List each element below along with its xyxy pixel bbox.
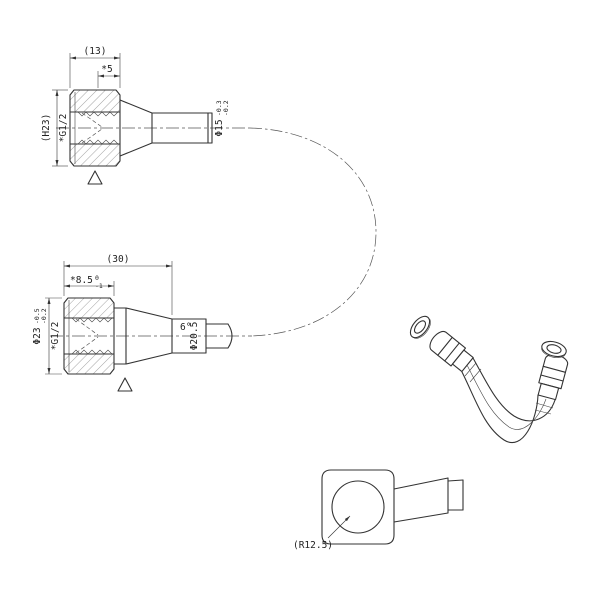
middle-seat-hidden-lines: [75, 318, 99, 354]
middle-end-cap: [205, 323, 233, 349]
middle-nut-outline: [63, 297, 115, 375]
middle-collar: [113, 307, 127, 365]
middle-hatch-top: [64, 298, 114, 318]
hose-body: [461, 357, 556, 443]
upper-thread-zigzag-top: [77, 111, 119, 117]
middle-thread-zigzag-top: [71, 317, 113, 323]
upper-dia15-tol-lower: -0.2: [222, 100, 230, 116]
elbow-ball-face: [331, 480, 385, 534]
washer-icon: [541, 340, 567, 359]
upper-fitting-view: (13) *5 (H23) *G1/2 Φ15 -0.3 -0.2: [41, 46, 250, 185]
middle-tube: [113, 307, 233, 365]
dim-5-label: *5: [101, 64, 112, 75]
hose-3d-illustration: [409, 315, 569, 443]
upper-tube: [119, 99, 213, 157]
upper-nut-outline: [69, 89, 121, 167]
middle-hatch-bottom: [64, 354, 114, 374]
upper-cone: [119, 99, 153, 157]
elbow-radius-leader: [327, 515, 351, 539]
surface-flag-icon: [117, 377, 133, 392]
upper-thread-label: *G1/2: [58, 114, 69, 143]
hose-nut-left: [429, 330, 474, 373]
dim-8p5-tol-lower: -1: [95, 282, 103, 290]
upper-hatch-bottom: [70, 144, 120, 166]
dim-8p5-label: *8.5: [70, 275, 93, 286]
dim-8p5-tol-upper: 0: [95, 274, 99, 282]
dim-30-label: (30): [107, 254, 130, 265]
middle-cone: [125, 307, 173, 365]
middle-dimensions: (30) *8.5 0 -1 Φ23 -0.5 -0.2 *G1/2 6° Φ2…: [32, 254, 200, 375]
middle-thread-zigzag-bottom: [71, 349, 113, 355]
hose-nut-right: [537, 354, 569, 401]
upper-dia15-label: Φ15: [214, 119, 225, 136]
washer-icon: [409, 315, 431, 339]
middle-thread-label: *G1/2: [50, 322, 61, 351]
middle-fitting-view: (30) *8.5 0 -1 Φ23 -0.5 -0.2 *G1/2 6° Φ2…: [32, 254, 252, 392]
dia23-label: Φ23: [32, 327, 43, 344]
upper-nut-section: [69, 89, 121, 167]
upper-dia15-tol-upper: -0.3: [215, 100, 223, 116]
dia23-tol-upper: -0.5: [33, 308, 41, 324]
elbow-arm: [393, 477, 464, 523]
elbow-fitting-view: (R12.5): [293, 469, 464, 551]
dim-13-label: (13): [84, 46, 107, 57]
taper-angle-label: 6°: [180, 322, 191, 333]
upper-hatch-top: [70, 90, 120, 112]
elbow-radius-label: (R12.5): [293, 540, 333, 551]
upper-thread-zigzag-bottom: [77, 139, 119, 145]
middle-nut-section: [63, 297, 115, 375]
surface-flag-icon: [87, 170, 103, 185]
upper-dimensions: (13) *5 (H23) *G1/2 Φ15 -0.3 -0.2: [41, 46, 230, 167]
upper-seat-hidden-lines: [81, 112, 103, 144]
dia20p5-label: Φ20.5: [189, 322, 200, 351]
dim-h23-label: (H23): [41, 114, 52, 143]
dia23-tol-lower: -0.2: [40, 308, 48, 324]
hose-centerline-arc: [249, 127, 377, 337]
